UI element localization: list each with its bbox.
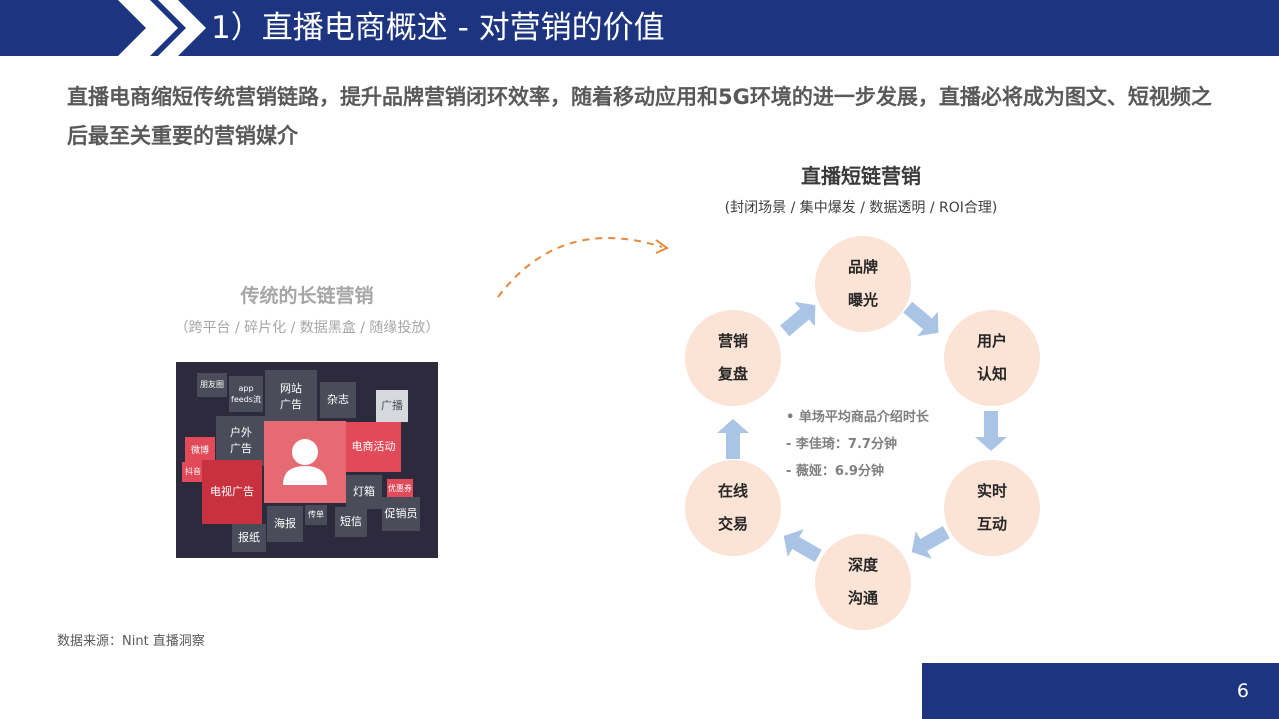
tile-outdoor-ads: 户外 广告 — [216, 416, 266, 466]
stats-heading: • 单场平均商品介绍时长 — [786, 410, 929, 425]
page-number: 6 — [1236, 680, 1249, 702]
step-realtime-interaction: 实时互动 — [944, 460, 1040, 556]
tile-douyin: 抖音 — [182, 462, 204, 482]
tile-moments: 朋友圈 — [197, 373, 227, 397]
arrow-icon-cognition-to-interaction — [975, 411, 1007, 451]
footer-bar: 6 — [922, 663, 1279, 719]
stats-item-lijiaqi: - 李佳琦：7.7分钟 — [786, 437, 897, 452]
tile-lightbox: 灯箱 — [346, 475, 382, 509]
avatar-tile — [264, 421, 346, 503]
tile-coupon: 优惠券 — [387, 479, 413, 499]
tile-magazine: 杂志 — [320, 382, 356, 418]
tile-promoter: 促销员 — [382, 497, 420, 531]
traditional-subtitle: （跨平台 / 碎片化 / 数据黑盒 / 随缘投放） — [174, 320, 440, 336]
tile-website-ads: 网站 广告 — [265, 370, 317, 424]
stats-list: • 单场平均商品介绍时长 - 李佳琦：7.7分钟 - 薇娅：6.9分钟 — [786, 404, 929, 485]
tile-app-feeds: app feeds流 — [229, 376, 263, 412]
live-subtitle: (封闭场景 / 集中爆发 / 数据透明 / ROI合理) — [724, 200, 998, 216]
stats-item-weiya: - 薇娅：6.9分钟 — [786, 464, 884, 479]
step-online-transaction: 在线交易 — [685, 460, 781, 556]
slide-title: 1）直播电商概述 - 对营销的价值 — [211, 10, 665, 46]
tile-radio: 广播 — [376, 390, 408, 422]
tile-sms: 短信 — [335, 507, 367, 537]
arrow-icon-brand-to-cognition — [903, 301, 939, 337]
user-icon — [283, 439, 327, 485]
tile-newspaper: 报纸 — [232, 524, 266, 552]
step-deep-communication: 深度沟通 — [815, 534, 911, 630]
step-marketing-review: 营销复盘 — [685, 310, 781, 406]
intro-text: 直播电商缩短传统营销链路，提升品牌营销闭环效率，随着移动应用和5G环境的进一步发… — [67, 85, 1212, 148]
tile-poster: 海报 — [267, 506, 303, 542]
tile-tv-ads: 电视广告 — [202, 460, 262, 524]
traditional-title: 传统的长链营销 — [240, 285, 374, 307]
arrow-icon-interaction-to-communication — [911, 525, 950, 559]
traditional-media-mosaic: 朋友圈 app feeds流 网站 广告 杂志 广播 户外 广告 电商活动 微博… — [176, 362, 438, 558]
header-bar — [0, 0, 1279, 56]
data-source-note: 数据来源：Nint 直播洞察 — [57, 634, 205, 649]
arrow-icon-communication-to-transaction — [783, 529, 822, 563]
step-user-cognition: 用户认知 — [944, 310, 1040, 406]
live-title: 直播短链营销 — [801, 164, 921, 188]
tile-flyer: 传单 — [305, 505, 327, 525]
step-brand-exposure: 品牌曝光 — [815, 236, 911, 332]
arrow-icon-transaction-to-review — [717, 419, 749, 459]
arrow-icon-review-to-brand — [780, 301, 816, 337]
tile-ecommerce-events: 电商活动 — [346, 422, 401, 472]
